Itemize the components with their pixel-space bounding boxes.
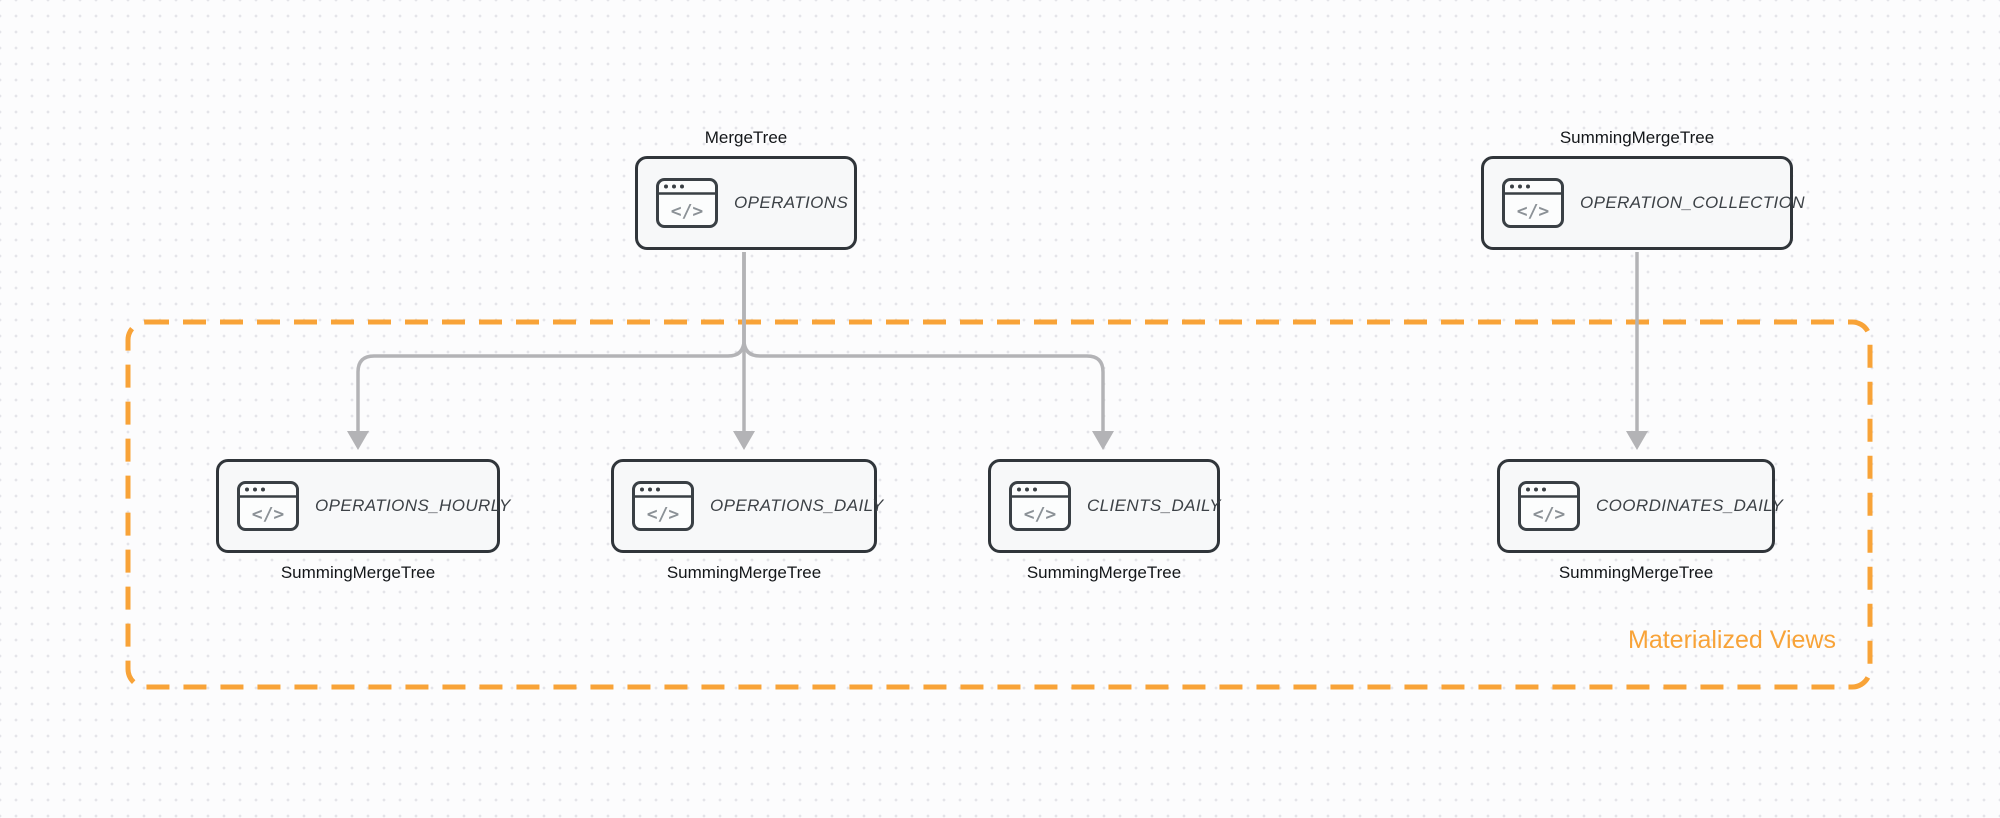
engine-label: SummingMergeTree <box>666 563 822 582</box>
code-window-icon: </> <box>1502 178 1564 228</box>
svg-text:</>: </> <box>252 504 285 525</box>
code-window-icon: </> <box>632 481 694 531</box>
engine-label: SummingMergeTree <box>1558 563 1714 582</box>
node-clients-daily[interactable]: </> CLIENTS_DAILY SummingMergeTree <box>988 459 1222 582</box>
node-operations-daily[interactable]: </> OPERATIONS_DAILY SummingMergeTree <box>611 459 883 582</box>
code-window-icon: </> <box>1518 481 1580 531</box>
table-name: OPERATIONS <box>734 193 849 212</box>
node-box[interactable]: </> OPERATIONS_DAILY <box>611 459 883 553</box>
code-window-icon: </> <box>237 481 299 531</box>
engine-label: MergeTree <box>704 128 788 147</box>
table-name: CLIENTS_DAILY <box>1087 496 1222 515</box>
arrowhead-icon <box>1626 431 1648 450</box>
engine-label: SummingMergeTree <box>280 563 436 582</box>
arrowhead-icon <box>733 431 755 450</box>
node-box[interactable]: </> OPERATIONS_HOURLY <box>216 459 510 553</box>
svg-text:</>: </> <box>671 201 704 222</box>
svg-text:</>: </> <box>647 504 680 525</box>
code-window-icon: </> <box>656 178 718 228</box>
table-name: COORDINATES_DAILY <box>1596 496 1784 515</box>
node-box[interactable]: </> OPERATION_COLLECTION <box>1481 156 1805 250</box>
node-operations-hourly[interactable]: </> OPERATIONS_HOURLY SummingMergeTree <box>216 459 510 582</box>
node-operations[interactable]: MergeTree </> OPERATIONS <box>635 128 857 250</box>
table-name: OPERATIONS_HOURLY <box>315 496 511 515</box>
code-window-icon: </> <box>1009 481 1071 531</box>
node-operation-collection[interactable]: SummingMergeTree </> OPERATION_COLLECTIO… <box>1481 128 1805 250</box>
arrowhead-icon <box>347 431 369 450</box>
materialized-views-group-outline <box>125 319 1873 690</box>
svg-text:</>: </> <box>1517 201 1550 222</box>
table-name: OPERATION_COLLECTION <box>1580 193 1805 212</box>
node-box[interactable]: </> OPERATIONS <box>635 156 857 250</box>
engine-label: SummingMergeTree <box>1026 563 1182 582</box>
arrowhead-icon <box>1092 431 1114 450</box>
node-box[interactable]: </> COORDINATES_DAILY <box>1497 459 1783 553</box>
node-coordinates-daily[interactable]: </> COORDINATES_DAILY SummingMergeTree <box>1497 459 1783 582</box>
node-box[interactable]: </> CLIENTS_DAILY <box>988 459 1222 553</box>
edge-operations-to-clients-daily <box>742 252 1105 433</box>
engine-label: SummingMergeTree <box>1559 128 1715 147</box>
materialized-views-label: Materialized Views <box>1628 626 1836 654</box>
svg-text:</>: </> <box>1533 504 1566 525</box>
table-name: OPERATIONS_DAILY <box>710 496 884 515</box>
edge-operations-to-operations-hourly <box>356 252 746 433</box>
svg-text:</>: </> <box>1024 504 1057 525</box>
